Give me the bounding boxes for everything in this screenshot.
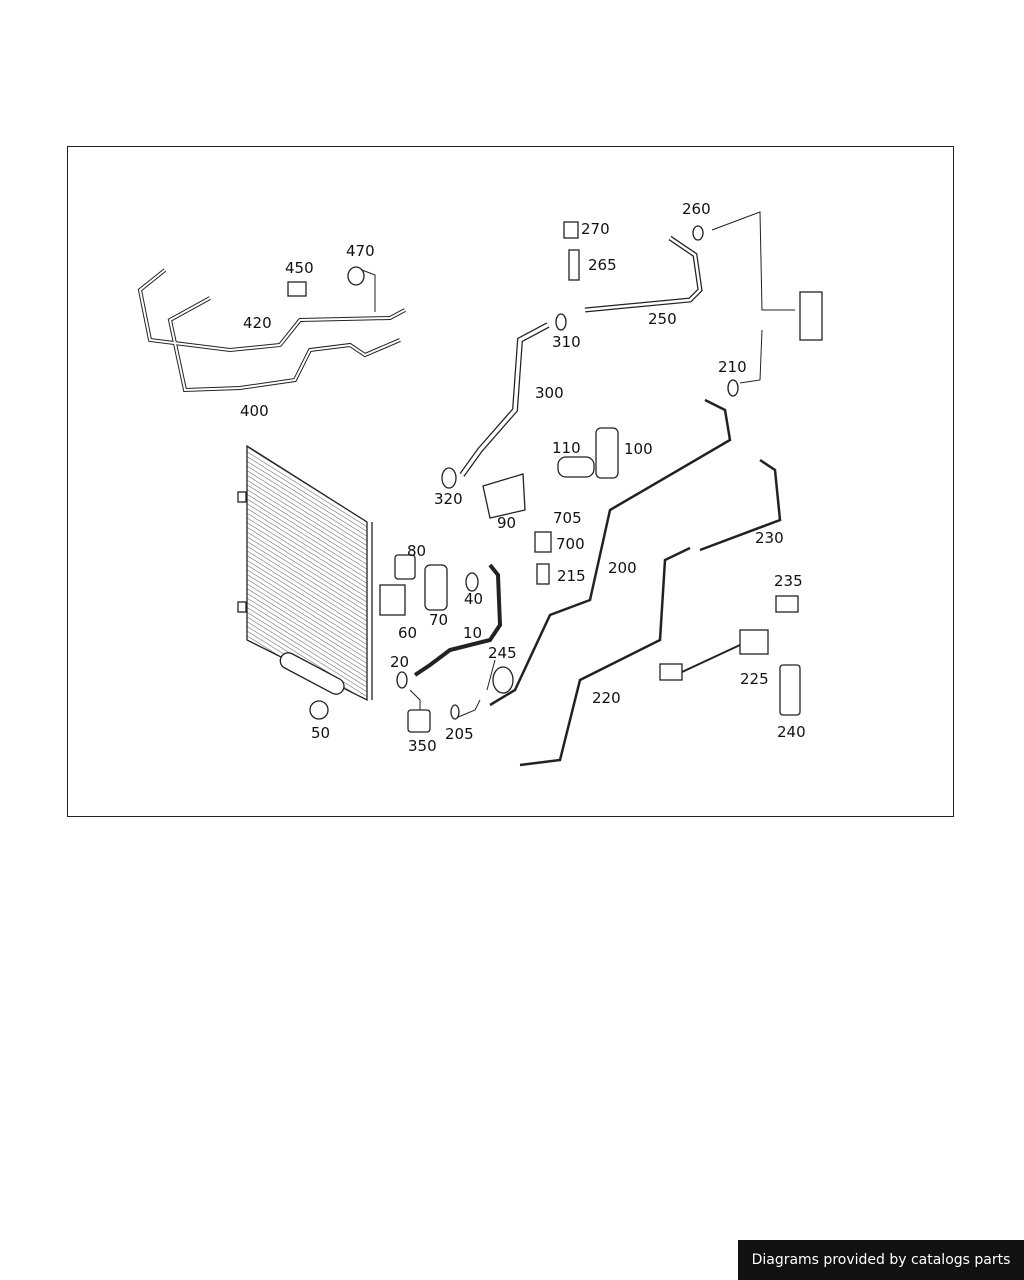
callout-90: 90 bbox=[497, 514, 517, 532]
callout-220: 220 bbox=[592, 689, 621, 707]
callout-260: 260 bbox=[682, 200, 711, 218]
diagram-frame bbox=[67, 146, 954, 817]
callout-350: 350 bbox=[408, 737, 437, 755]
callout-400: 400 bbox=[240, 402, 269, 420]
callout-470: 470 bbox=[346, 242, 375, 260]
callout-110: 110 bbox=[552, 439, 581, 457]
callout-270: 270 bbox=[581, 220, 610, 238]
callout-205: 205 bbox=[445, 725, 474, 743]
callout-50: 50 bbox=[311, 724, 331, 742]
hose-10 bbox=[413, 563, 503, 677]
callout-20: 20 bbox=[390, 653, 410, 671]
small-parts bbox=[287, 221, 823, 733]
line-200 bbox=[489, 398, 732, 707]
pipe-250 bbox=[584, 235, 703, 313]
callout-310: 310 bbox=[552, 333, 581, 351]
callout-700: 700 bbox=[556, 535, 585, 553]
callout-80: 80 bbox=[407, 542, 427, 560]
hose-400-420 bbox=[137, 268, 406, 393]
callout-705: 705 bbox=[553, 509, 582, 527]
callout-210: 210 bbox=[718, 358, 747, 376]
callout-230: 230 bbox=[755, 529, 784, 547]
line-220-230 bbox=[519, 458, 782, 767]
leader-lines bbox=[361, 211, 795, 719]
callout-235: 235 bbox=[774, 572, 803, 590]
callout-240: 240 bbox=[777, 723, 806, 741]
callout-40: 40 bbox=[464, 590, 484, 608]
footer-credit: Diagrams provided by catalogs parts bbox=[738, 1240, 1024, 1280]
callout-100: 100 bbox=[624, 440, 653, 458]
callout-225: 225 bbox=[740, 670, 769, 688]
callout-200: 200 bbox=[608, 559, 637, 577]
condenser bbox=[237, 444, 373, 702]
callout-300: 300 bbox=[535, 384, 564, 402]
callout-70: 70 bbox=[429, 611, 449, 629]
callout-60: 60 bbox=[398, 624, 418, 642]
callout-10: 10 bbox=[463, 624, 483, 642]
callout-450: 450 bbox=[285, 259, 314, 277]
callout-250: 250 bbox=[648, 310, 677, 328]
callout-215: 215 bbox=[557, 567, 586, 585]
callout-420: 420 bbox=[243, 314, 272, 332]
callout-245: 245 bbox=[488, 644, 517, 662]
callout-265: 265 bbox=[588, 256, 617, 274]
callout-320: 320 bbox=[434, 490, 463, 508]
